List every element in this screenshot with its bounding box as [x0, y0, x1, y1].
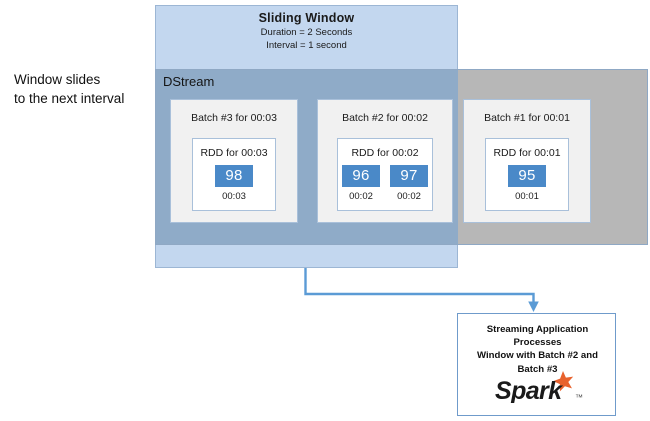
rdd-cell-timestamp: 00:03 [222, 191, 246, 202]
sliding-window-title: Sliding Window [258, 11, 355, 25]
rdd-cell: 96 00:02 [342, 165, 380, 203]
spark-wordmark: Spark [495, 377, 563, 403]
rdd-cell-list: 98 00:03 [193, 165, 275, 203]
rdd-cell-timestamp: 00:02 [349, 191, 373, 202]
batch-card-2: Batch #2 for 00:02 RDD for 00:02 96 00:0… [317, 99, 453, 223]
rdd-cell-value: 98 [215, 165, 253, 187]
batch-title: Batch #1 for 00:01 [484, 112, 570, 124]
rdd-cell: 97 00:02 [390, 165, 428, 203]
batch-card-3: Batch #3 for 00:03 RDD for 00:03 98 00:0… [170, 99, 298, 223]
rdd-title: RDD for 00:02 [351, 147, 419, 159]
sliding-window-interval: Interval = 1 second [266, 40, 347, 51]
streaming-application-output-box: Streaming Application Processes Window w… [457, 313, 616, 416]
sliding-window-duration: Duration = 2 Seconds [260, 27, 353, 38]
rdd-cell-value: 97 [390, 165, 428, 187]
rdd-cell: 98 00:03 [215, 165, 253, 203]
rdd-cell-value: 96 [342, 165, 380, 187]
rdd-cell-value: 95 [508, 165, 546, 187]
batch-title: Batch #3 for 00:03 [191, 112, 277, 124]
spark-star-icon [552, 371, 573, 392]
batch-title: Batch #2 for 00:02 [342, 112, 428, 124]
rdd-title: RDD for 00:03 [200, 147, 268, 159]
batch-card-1: Batch #1 for 00:01 RDD for 00:01 95 00:0… [463, 99, 591, 223]
rdd-title: RDD for 00:01 [493, 147, 561, 159]
rdd-box: RDD for 00:02 96 00:02 97 00:02 [337, 138, 433, 211]
output-description: Streaming Application Processes Window w… [477, 324, 598, 375]
spark-logo: Spark ™ [458, 369, 615, 403]
rdd-box: RDD for 00:03 98 00:03 [192, 138, 276, 211]
rdd-cell-timestamp: 00:02 [397, 191, 421, 202]
window-slides-caption: Window slides to the next interval [14, 72, 125, 106]
rdd-cell-timestamp: 00:01 [515, 191, 539, 202]
rdd-cell-list: 95 00:01 [486, 165, 568, 203]
sliding-window-caption: Sliding Window Duration = 2 Seconds Inte… [155, 10, 458, 52]
spark-logo-svg: Spark ™ [495, 371, 583, 403]
rdd-box: RDD for 00:01 95 00:01 [485, 138, 569, 211]
rdd-cell-list: 96 00:02 97 00:02 [338, 165, 432, 203]
spark-trademark: ™ [575, 393, 583, 402]
dstream-label: DStream [163, 74, 215, 89]
rdd-cell: 95 00:01 [508, 165, 546, 203]
